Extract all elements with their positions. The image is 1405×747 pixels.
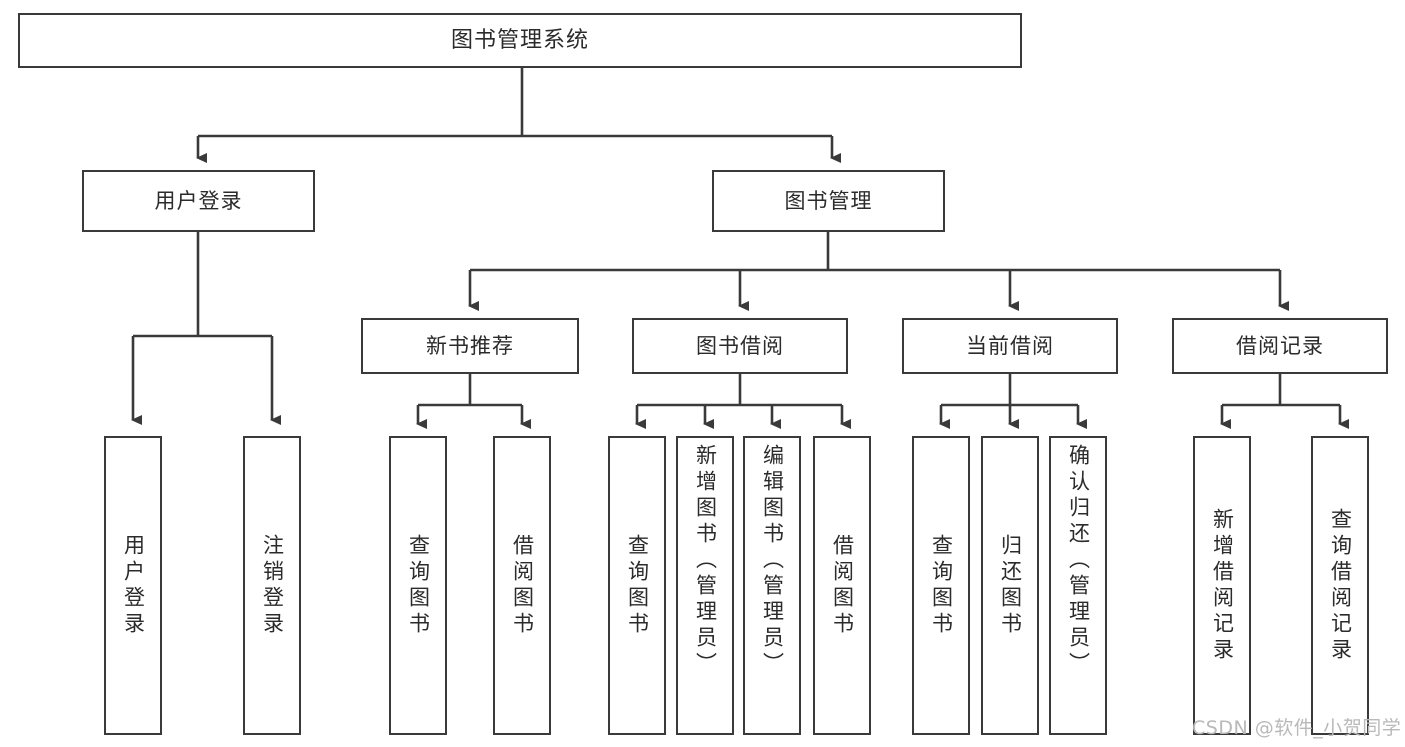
node-label: 查询图书 <box>929 533 954 638</box>
node-label: 查询借阅记录 <box>1328 507 1353 664</box>
node-root-system[interactable]: 图书管理系统 <box>18 13 1022 68</box>
node-label: 借阅记录 <box>1236 333 1324 358</box>
node-leaf-query-record[interactable]: 查询借阅记录 <box>1311 436 1369 735</box>
node-leaf-return-book[interactable]: 归还图书 <box>981 436 1039 735</box>
node-leaf-borrow-book-2[interactable]: 借阅图书 <box>813 436 871 735</box>
node-book-manage[interactable]: 图书管理 <box>712 170 945 232</box>
node-leaf-query-book-1[interactable]: 查询图书 <box>389 436 447 735</box>
node-current-borrow[interactable]: 当前借阅 <box>902 318 1118 374</box>
node-book-borrow[interactable]: 图书借阅 <box>632 318 848 374</box>
node-new-book-recommend[interactable]: 新书推荐 <box>361 318 579 374</box>
node-label: 查询图书 <box>625 533 650 638</box>
node-label: 用户登录 <box>121 533 146 638</box>
node-label: 确认归还（管理员） <box>1066 444 1091 678</box>
node-label: 新增图书（管理员） <box>693 444 718 678</box>
node-leaf-borrow-book-1[interactable]: 借阅图书 <box>493 436 551 735</box>
node-label: 编辑图书（管理员） <box>760 444 785 678</box>
node-leaf-add-record[interactable]: 新增借阅记录 <box>1193 436 1251 735</box>
node-leaf-confirm-return[interactable]: 确认归还（管理员） <box>1049 436 1107 735</box>
node-leaf-user-login[interactable]: 用户登录 <box>104 436 162 735</box>
node-label: 注销登录 <box>260 533 285 638</box>
node-label: 查询图书 <box>406 533 431 638</box>
node-borrow-record[interactable]: 借阅记录 <box>1172 318 1388 374</box>
csdn-watermark: CSDN @软件_小贺同学 <box>1192 717 1402 739</box>
node-leaf-add-book[interactable]: 新增图书（管理员） <box>676 436 734 735</box>
node-label: 归还图书 <box>998 533 1023 638</box>
node-label: 当前借阅 <box>966 333 1054 358</box>
node-label: 借阅图书 <box>510 533 535 638</box>
node-leaf-edit-book[interactable]: 编辑图书（管理员） <box>743 436 801 735</box>
node-label: 新增借阅记录 <box>1210 507 1235 664</box>
node-label: 借阅图书 <box>830 533 855 638</box>
node-user-login[interactable]: 用户登录 <box>82 170 315 232</box>
node-label: 图书管理系统 <box>450 27 589 53</box>
node-leaf-logout[interactable]: 注销登录 <box>243 436 301 735</box>
node-leaf-query-book-3[interactable]: 查询图书 <box>912 436 970 735</box>
node-label: 新书推荐 <box>426 333 514 358</box>
node-leaf-query-book-2[interactable]: 查询图书 <box>608 436 666 735</box>
node-label: 用户登录 <box>154 188 243 213</box>
node-label: 图书借阅 <box>696 333 784 358</box>
node-label: 图书管理 <box>784 188 873 213</box>
